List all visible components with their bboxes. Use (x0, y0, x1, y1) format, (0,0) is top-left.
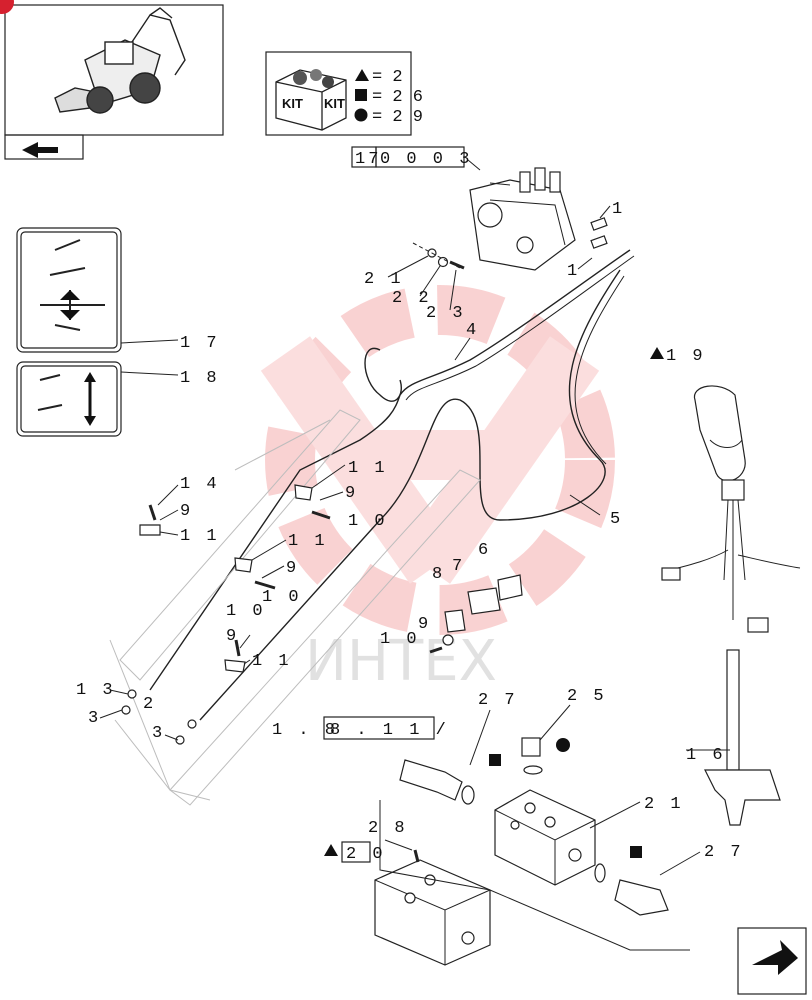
marker-triangle-19 (650, 347, 664, 359)
watermark-logo (260, 285, 615, 635)
leader-lines-bottom (379, 800, 690, 951)
callout-11c: 1 1 (288, 532, 328, 551)
callout-11d: 1 1 (252, 652, 292, 671)
marker-square-27a (489, 754, 501, 766)
callout-10a: 1 0 (348, 512, 388, 531)
marker-triangle-20 (324, 844, 338, 856)
previous-page-arrow-icon[interactable] (22, 142, 58, 158)
callout-9d: 9 (226, 627, 239, 646)
clamps-and-bolts (121, 484, 331, 745)
lever-16 (704, 649, 781, 826)
kit-label-left: KIT (282, 96, 303, 111)
callout-14: 1 4 (180, 475, 220, 494)
legend-row-circle: = 2 9 (372, 108, 423, 127)
hoses (149, 249, 635, 721)
callout-27b: 2 7 (704, 843, 744, 862)
callout-28: 2 8 (368, 819, 408, 838)
joystick-handle (661, 385, 801, 633)
decal-17-controls-icon (16, 227, 122, 353)
reference-box-bottom[interactable]: 1 . 8 8 . 1 1 / (272, 716, 449, 740)
machine-thumbnail-frame (0, 0, 224, 160)
backhoe-loader-thumbnail (54, 7, 186, 114)
callout-9a: 9 (345, 484, 358, 503)
callout-6: 6 (478, 541, 491, 560)
callout-11a: 1 1 (348, 459, 388, 478)
leader-18 (120, 371, 179, 376)
callout-8: 8 (432, 565, 445, 584)
control-valve-assembly (467, 159, 576, 271)
callout-16: 1 6 (686, 746, 726, 765)
callout-leaders (99, 205, 730, 876)
legend-triangle-icon (355, 69, 369, 81)
callout-10d: 1 0 (380, 630, 420, 649)
callouts: 1 1 2 1 2 2 2 3 4 1 9 1 7 1 8 1 1 9 1 0 … (76, 200, 744, 862)
legend-row-triangle: = 2 (372, 68, 403, 87)
ref-code: 0 0 0 3 (380, 150, 472, 169)
fitting-25 (521, 737, 543, 775)
page-badge (0, 0, 14, 14)
leader-17 (120, 339, 179, 344)
valve-block-21 (494, 789, 596, 886)
callout-21a: 2 1 (364, 270, 404, 289)
callout-19: 1 9 (666, 347, 706, 366)
legend-row-square: = 2 6 (372, 88, 423, 107)
ref2-code: 8 . 1 1 / (330, 721, 449, 740)
reference-box-20[interactable]: 2 0 (341, 841, 386, 864)
marker-square-27b (630, 846, 642, 858)
callout-9c: 9 (286, 559, 299, 578)
callout-23: 2 3 (426, 304, 466, 323)
callout-7: 7 (452, 557, 465, 576)
callout-9e: 9 (418, 615, 431, 634)
fittings-22-23 (412, 217, 608, 270)
callout-25: 2 5 (567, 687, 607, 706)
callout-5: 5 (610, 510, 623, 529)
valve-block-20 (374, 849, 491, 966)
kit-box-icon: KIT KIT (275, 69, 347, 131)
callout-1a: 1 (612, 200, 625, 219)
callout-13: 1 3 (76, 681, 116, 700)
legend-circle-icon (354, 108, 368, 122)
callout-21b: 2 1 (644, 795, 684, 814)
next-page-arrow-icon[interactable] (737, 927, 807, 995)
callout-9b: 9 (180, 502, 193, 521)
ref-prefix: 17 (355, 150, 381, 169)
callout-2: 2 (143, 695, 156, 714)
callout-17: 1 7 (180, 334, 220, 353)
ref20-code: 2 0 (346, 845, 386, 864)
callout-18: 1 8 (180, 369, 220, 388)
callout-22: 2 2 (392, 289, 432, 308)
kit-label-right: KIT (324, 96, 345, 111)
callout-11b: 1 1 (180, 527, 220, 546)
callout-3b: 3 (152, 724, 165, 743)
plates-6-7-8 (429, 574, 523, 654)
callout-10b: 1 0 (262, 588, 302, 607)
fitting-27-left (399, 759, 475, 805)
callout-1b: 1 (567, 262, 580, 281)
callout-4: 4 (466, 321, 479, 340)
decal-18-arrows-icon (16, 361, 122, 437)
ref2-prefix: 1 . 8 (272, 721, 338, 740)
kit-legend-box: KIT KIT = 2 = 2 6 = 2 9 (265, 51, 423, 136)
reference-box-top[interactable]: 17 0 0 0 3 (351, 146, 472, 169)
callout-10c: 1 0 (226, 602, 266, 621)
callout-3a: 3 (88, 709, 101, 728)
fitting-27-right (594, 863, 669, 916)
marker-circle-25 (556, 738, 570, 752)
callout-27a: 2 7 (478, 691, 518, 710)
legend-square-icon (355, 89, 367, 101)
loader-boom-ghost (109, 409, 481, 806)
